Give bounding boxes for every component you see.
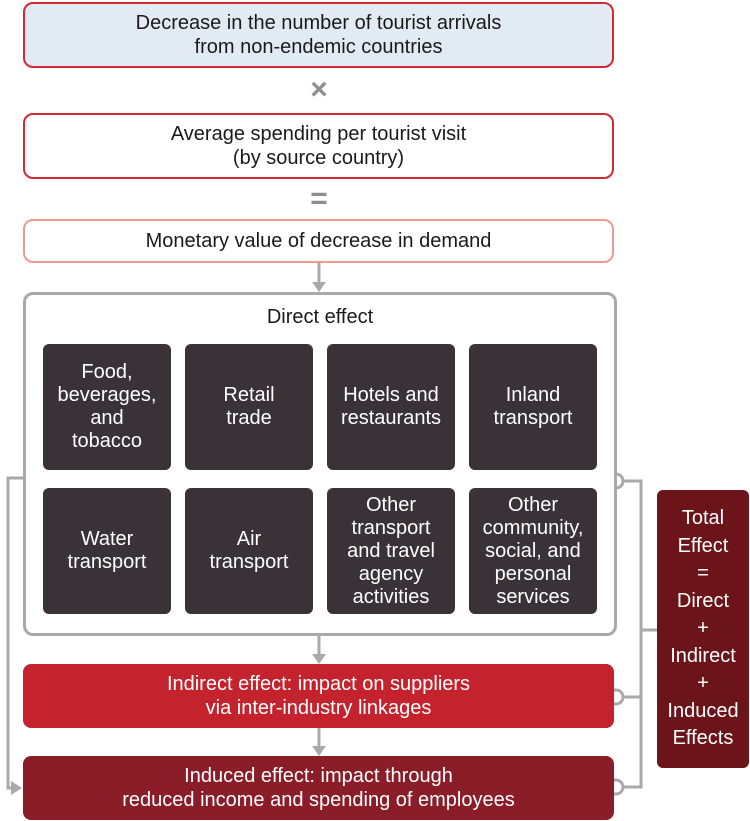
right-bracket-line <box>623 479 643 789</box>
sector-tile: Food, beverages, and tobacco <box>43 344 171 470</box>
sector-label: Inland transport <box>493 384 573 429</box>
indirect-effect-box: Indirect effect: impact on suppliers via… <box>23 664 614 728</box>
total-effect-text: Total Effect = Direct + Indirect + Induc… <box>667 507 739 750</box>
sector-label: Food, beverages, and tobacco <box>57 361 157 452</box>
sector-label: Hotels and restaurants <box>340 384 442 429</box>
total-effect-box: Total Effect = Direct + Indirect + Induc… <box>657 490 749 768</box>
left-loop-line <box>6 476 23 790</box>
sector-label: Other community, social, and personal se… <box>482 493 584 608</box>
direct-effect-title: Direct effect <box>266 306 374 328</box>
sector-tile: Air transport <box>185 488 313 614</box>
multiply-icon: × <box>310 73 328 106</box>
arrowhead-to-indirect <box>312 654 326 664</box>
arrowhead-to-direct <box>312 282 326 292</box>
monetary-value-box: Monetary value of decrease in demand <box>23 219 614 263</box>
sector-label: Air transport <box>209 528 289 573</box>
sector-label: Retail trade <box>223 384 275 429</box>
sector-tile: Retail trade <box>185 344 313 470</box>
sector-tile: Other transport and travel agency activi… <box>327 488 455 614</box>
sector-tile: Water transport <box>43 488 171 614</box>
arrowhead-to-induced <box>312 746 326 756</box>
sector-label: Other transport and travel agency activi… <box>347 493 435 608</box>
average-spending-box: Average spending per tourist visit (by s… <box>23 113 614 179</box>
sector-label: Water transport <box>67 528 147 573</box>
equals-icon: = <box>310 182 328 215</box>
sector-tile: Hotels and restaurants <box>327 344 455 470</box>
monetary-value-text: Monetary value of decrease in demand <box>145 230 492 252</box>
induced-effect-text: Induced effect: impact through reduced i… <box>122 765 515 811</box>
arrowhead-left-loop <box>11 781 22 795</box>
indirect-effect-text: Indirect effect: impact on suppliers via… <box>166 673 471 719</box>
average-spending-text: Average spending per tourist visit (by s… <box>170 123 467 169</box>
sector-tile: Other community, social, and personal se… <box>469 488 597 614</box>
sector-tile: Inland transport <box>469 344 597 470</box>
tourist-arrivals-text: Decrease in the number of tourist arriva… <box>135 12 502 58</box>
tourist-arrivals-box: Decrease in the number of tourist arriva… <box>23 2 614 68</box>
induced-effect-box: Induced effect: impact through reduced i… <box>23 756 614 820</box>
